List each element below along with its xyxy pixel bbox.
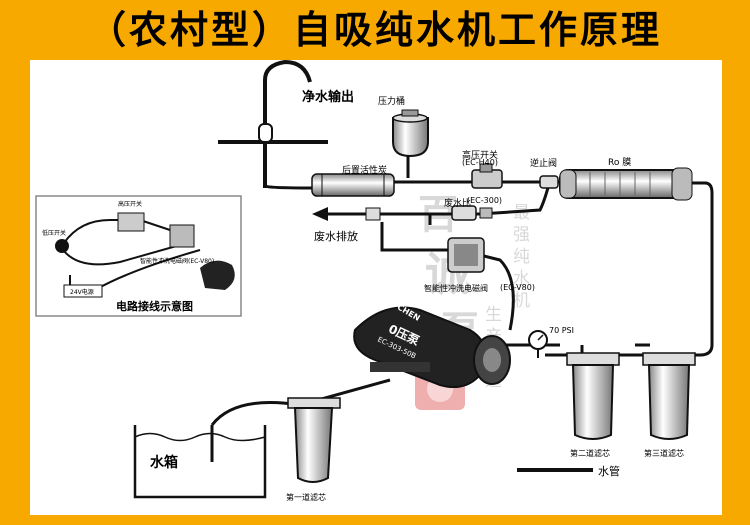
label-pressure-tank: 压力桶: [378, 97, 406, 107]
waste-drain-arrow: [312, 207, 400, 221]
label-third-filter: 第三道滤芯: [644, 449, 684, 458]
high-pressure-switch: [471, 163, 503, 189]
svg-text:水: 水: [513, 269, 530, 289]
label-water-pipe: 水管: [598, 465, 620, 478]
svg-text:纯: 纯: [513, 247, 530, 267]
post-carbon-filter: [311, 173, 395, 197]
ro-membrane: [559, 167, 693, 201]
svg-text:机: 机: [513, 291, 530, 311]
label-waste-ratio: 废水比: [444, 199, 472, 209]
check-valve: [539, 175, 559, 189]
filter-second: [566, 352, 620, 440]
label-high-pressure-switch-model: (EC-H40): [462, 158, 498, 167]
svg-text:最: 最: [513, 203, 530, 223]
wiring-inset: [35, 195, 242, 317]
inset-lp-switch: 低压开关: [42, 230, 67, 237]
label-high-pressure-switch: 高压开关: [462, 151, 499, 161]
label-flush-valve: 智能性冲洗电磁阀: [424, 284, 488, 293]
inset-psu: 24V电源: [70, 289, 94, 296]
label-post-carbon: 后置活性炭: [342, 166, 388, 176]
booster-pump: [353, 306, 511, 388]
pressure-gauge: [528, 330, 548, 358]
label-waste-ratio-model: (EC-300): [467, 196, 503, 205]
label-pure-water-out: 净水输出: [302, 90, 355, 105]
inset-valve: 智能性冲洗电磁阀(EC-V80): [140, 258, 215, 265]
label-water-tank: 水箱: [150, 455, 178, 471]
label-ro-membrane: Ro 膜: [608, 158, 632, 168]
inset-hp-switch: 高压开关: [118, 201, 143, 208]
label-check-valve: 逆止阀: [530, 159, 558, 169]
water-tank: [133, 425, 267, 499]
pump-outlet-pipe: [479, 253, 515, 331]
pressure-tank: [392, 109, 429, 158]
label-waste-drain: 废水排放: [314, 230, 358, 243]
label-gauge: 70 PSI: [549, 326, 574, 335]
svg-text:生: 生: [485, 305, 502, 325]
label-flush-valve-model: (EC-V80): [500, 283, 535, 292]
page-title: （农村型）自吸纯水机工作原理: [87, 8, 662, 52]
filter-third: [642, 352, 696, 440]
waste-ratio-valve: [365, 205, 493, 221]
label-first-filter: 第一道滤芯: [286, 493, 326, 502]
svg-text:强: 强: [513, 225, 530, 245]
label-second-filter: 第二道滤芯: [570, 449, 610, 458]
wiring-caption: 电路接线示意图: [116, 300, 193, 313]
filter-first: [287, 397, 341, 483]
outlet-assembly: [218, 59, 328, 188]
flush-solenoid-valve: [447, 237, 485, 273]
